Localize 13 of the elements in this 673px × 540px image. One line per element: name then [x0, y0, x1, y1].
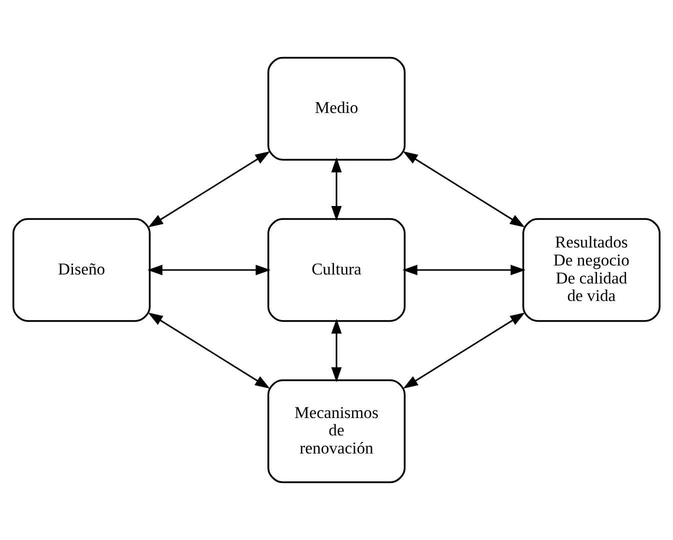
arrow	[331, 157, 342, 221]
arrow	[148, 151, 270, 228]
arrow	[331, 318, 342, 382]
arrow	[147, 264, 271, 276]
arrow	[403, 312, 526, 389]
node-box: Diseño	[12, 218, 151, 322]
arrow	[402, 264, 526, 276]
arrow	[148, 312, 270, 389]
node-box: Cultura	[267, 218, 406, 322]
node-box: Mecanismos de renovación	[267, 379, 406, 484]
arrow	[402, 151, 525, 228]
node-box: Resultados De negocio De calidad de vida	[522, 218, 661, 322]
node-box: Medio	[267, 56, 406, 161]
